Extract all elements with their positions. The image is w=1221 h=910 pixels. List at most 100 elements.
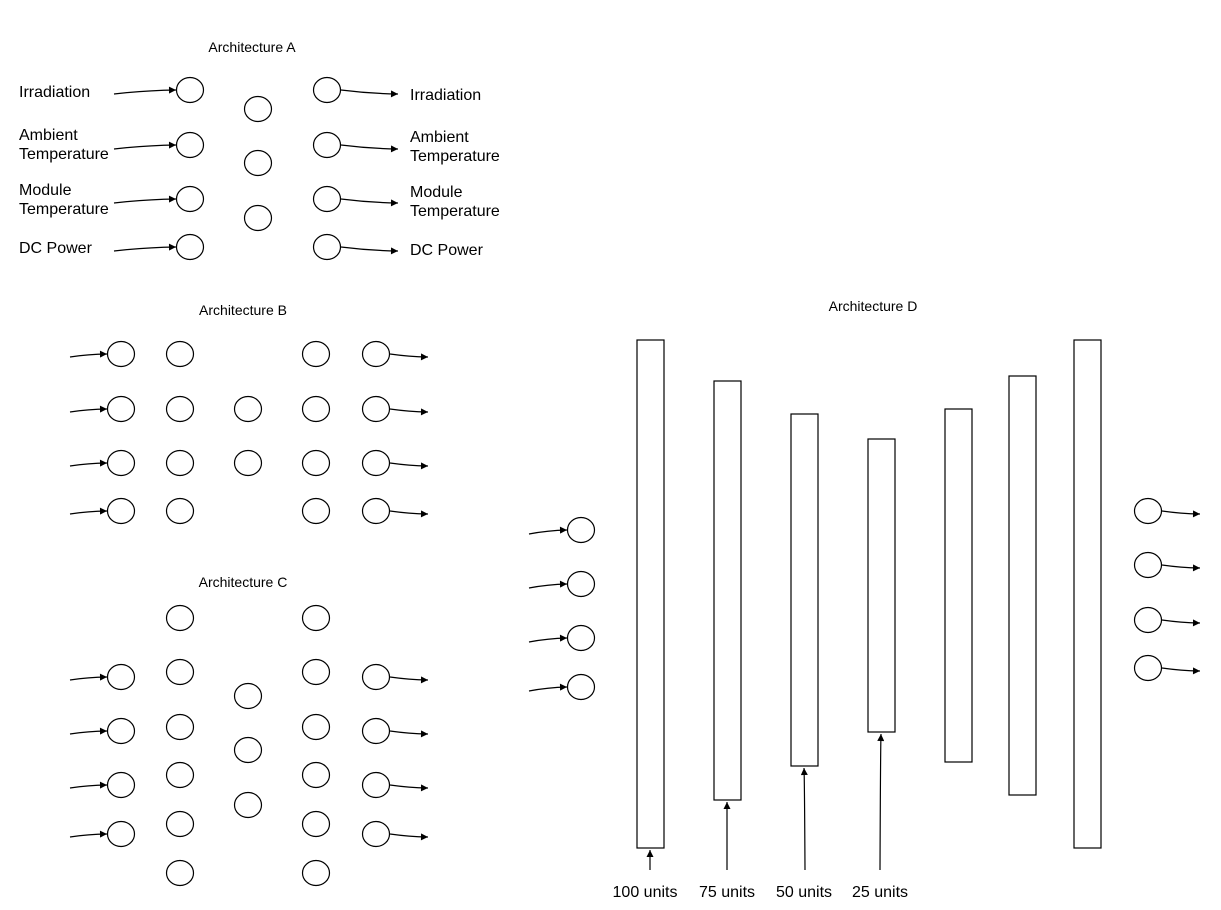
arch-a-input-label: Ambient Temperature [19, 127, 109, 163]
hidden-node [301, 859, 331, 887]
hidden-node [243, 149, 273, 177]
hidden-node [301, 497, 331, 525]
hidden-node [301, 658, 331, 686]
dense-layer-75 [713, 380, 742, 801]
input-arrow [69, 459, 108, 467]
output-arrow [389, 730, 429, 738]
input-arrow [69, 830, 108, 838]
arch-a-output-label: Irradiation [410, 87, 481, 104]
hidden-node [165, 859, 195, 887]
input-node [106, 497, 136, 525]
layer-units-label: 50 units [776, 884, 832, 901]
input-arrow [113, 243, 177, 252]
output-node [312, 76, 342, 104]
arch-a-input-label: DC Power [19, 240, 93, 257]
input-node [106, 449, 136, 477]
dense-layer-100 [636, 339, 665, 849]
dense-layer-100 [1073, 339, 1102, 849]
input-node [175, 185, 205, 213]
hidden-node [301, 340, 331, 368]
output-node [361, 717, 391, 745]
output-node [312, 233, 342, 261]
input-node [175, 76, 205, 104]
input-arrow [528, 683, 568, 692]
output-node [361, 340, 391, 368]
output-node [312, 185, 342, 213]
hidden-node [165, 497, 195, 525]
layer-units-label: 25 units [852, 884, 908, 901]
input-node [175, 131, 205, 159]
hidden-node [233, 682, 263, 710]
output-arrow [340, 246, 399, 255]
hidden-node [233, 736, 263, 764]
hidden-node [301, 395, 331, 423]
input-node [106, 395, 136, 423]
output-arrow [340, 144, 399, 153]
hidden-node [165, 810, 195, 838]
input-arrow [69, 350, 108, 358]
input-node [106, 663, 136, 691]
output-node [1133, 551, 1163, 579]
input-arrow [528, 526, 568, 535]
diagram-shapes [69, 76, 1201, 887]
output-node [1133, 497, 1163, 525]
input-arrow [69, 507, 108, 515]
output-arrow [389, 408, 429, 416]
arch-a-input-label: Module Temperature [19, 182, 109, 218]
hidden-node [301, 810, 331, 838]
input-arrow [69, 781, 108, 789]
dense-layer-75 [1008, 375, 1037, 796]
output-arrow [1161, 510, 1201, 518]
hidden-node [165, 340, 195, 368]
architecture-d-title: Architecture D [829, 298, 918, 314]
architecture-b-title: Architecture B [199, 302, 287, 318]
output-arrow [1161, 564, 1201, 572]
units-pointer-arrow [800, 767, 808, 871]
output-arrow [389, 676, 429, 684]
arch-a-input-label: Irradiation [19, 84, 90, 101]
dense-layer-25 [867, 438, 896, 733]
input-node [566, 570, 596, 598]
hidden-node [301, 761, 331, 789]
architecture-c-title: Architecture C [199, 574, 288, 590]
output-node [1133, 606, 1163, 634]
input-arrow [69, 727, 108, 735]
output-arrow [340, 89, 399, 98]
output-node [361, 663, 391, 691]
hidden-node [233, 395, 263, 423]
layer-units-label: 100 units [613, 884, 678, 901]
output-arrow [340, 198, 399, 207]
input-node [106, 340, 136, 368]
hidden-node [233, 449, 263, 477]
arch-a-output-label: Ambient Temperature [410, 129, 500, 165]
hidden-node [165, 449, 195, 477]
output-node [361, 497, 391, 525]
input-node [566, 516, 596, 544]
output-arrow [389, 833, 429, 841]
hidden-node [165, 604, 195, 632]
output-node [361, 771, 391, 799]
output-node [1133, 654, 1163, 682]
output-node [361, 820, 391, 848]
input-arrow [528, 634, 568, 643]
input-node [566, 673, 596, 701]
hidden-node [165, 761, 195, 789]
output-arrow [389, 462, 429, 470]
input-node [566, 624, 596, 652]
dense-layer-50 [944, 408, 973, 763]
arch-a-output-label: Module Temperature [410, 184, 500, 220]
layer-units-label: 75 units [699, 884, 755, 901]
input-node [175, 233, 205, 261]
hidden-node [165, 713, 195, 741]
output-arrow [1161, 667, 1201, 675]
input-arrow [69, 673, 108, 681]
arch-a-output-label: DC Power [410, 242, 484, 259]
output-arrow [389, 510, 429, 518]
output-arrow [389, 784, 429, 792]
hidden-node [233, 791, 263, 819]
output-arrow [389, 353, 429, 361]
units-pointer-arrow [877, 733, 885, 871]
input-arrow [113, 141, 177, 150]
output-node [361, 449, 391, 477]
